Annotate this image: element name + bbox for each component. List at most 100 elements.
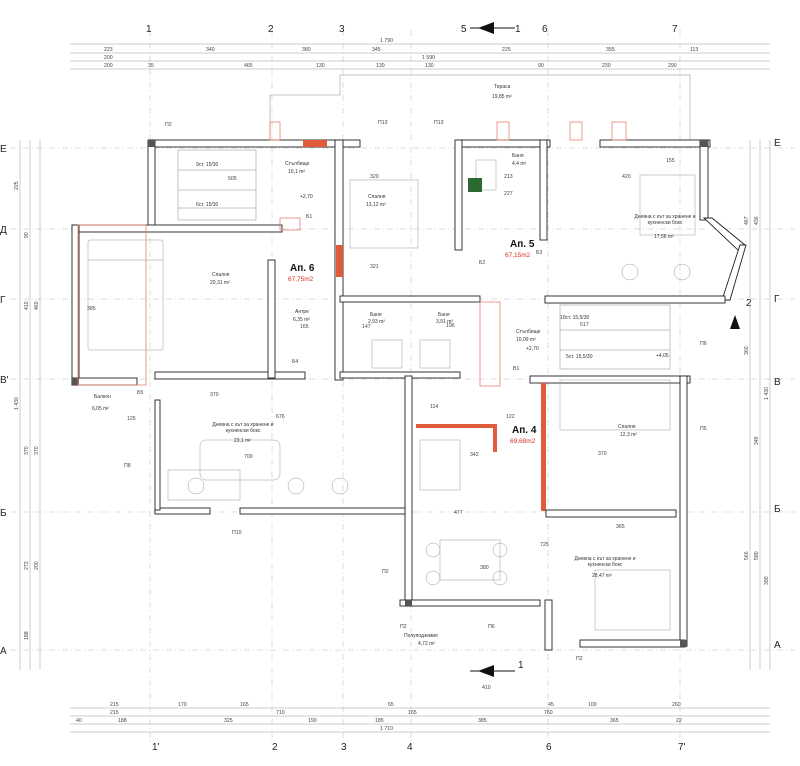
dim-in-380: 380 bbox=[480, 565, 489, 571]
dim-in-365: 365 bbox=[616, 524, 625, 530]
dim-bot-n: 325 bbox=[224, 718, 233, 724]
dim-top-k: 465 bbox=[244, 63, 253, 69]
dim-right-c: 360 bbox=[744, 346, 750, 355]
opening-p2-c: П2 bbox=[400, 624, 407, 630]
opening-p13-b: П13 bbox=[434, 120, 444, 126]
grid-lines bbox=[10, 30, 795, 745]
dim-in-125: 125 bbox=[127, 416, 136, 422]
axis-bottom-6: 6 bbox=[546, 742, 552, 753]
dim-bot-p: 185 bbox=[375, 718, 384, 724]
wall-highlight-e bbox=[493, 424, 497, 452]
dimension-lines-bottom: 215 170 165 65 45 100 260 215 710 165 76… bbox=[70, 702, 770, 733]
wall-highlight-c bbox=[541, 383, 546, 511]
level-a: +2,70 bbox=[300, 194, 313, 200]
stair-label-4: 5ст. 15,5/30 bbox=[566, 354, 593, 360]
dim-top-i: 1 590 bbox=[422, 55, 435, 61]
dim-in-505: 505 bbox=[228, 176, 237, 182]
opening-p5: П5 bbox=[700, 426, 707, 432]
room-living-1-area: 17,56 m² bbox=[654, 234, 674, 240]
room-bedroom-2-area: 20,31 m² bbox=[210, 280, 230, 286]
room-bedroom-1-area: 13,12 m² bbox=[366, 202, 386, 208]
dim-top-a: 223 bbox=[104, 47, 113, 53]
apartment-4-label: Ап. 4 bbox=[512, 425, 537, 436]
axis-bottom-2: 2 bbox=[272, 742, 278, 753]
dim-in-155: 155 bbox=[666, 158, 675, 164]
dim-in-385: 385 bbox=[87, 306, 96, 312]
room-balcony-name: Балкон bbox=[94, 394, 111, 400]
axis-labels-right: Е Г В Б А bbox=[774, 138, 781, 651]
dim-top-j: 200 bbox=[104, 63, 113, 69]
dim-top-g: 113 bbox=[690, 47, 698, 53]
dim-in-227: 227 bbox=[504, 191, 513, 197]
dim-in-122: 122 bbox=[506, 414, 515, 420]
axis-bottom-4: 4 bbox=[407, 742, 413, 753]
opening-p8: П8 bbox=[124, 463, 131, 469]
dim-in-320: 320 bbox=[370, 174, 379, 180]
dim-bot-total: 1 710 bbox=[380, 726, 393, 732]
stair2-room-name: Стълбище bbox=[516, 329, 541, 335]
dim-bot-i: 710 bbox=[276, 710, 285, 716]
opening-p10: П10 bbox=[232, 530, 242, 536]
room-bath-1-name: Баня bbox=[512, 153, 524, 159]
axis-left-G: Г bbox=[0, 295, 6, 306]
terrace-name: Тераса bbox=[494, 84, 511, 90]
dim-left-b: 90 bbox=[24, 232, 30, 238]
room-bedroom-3-name: Спалня bbox=[618, 424, 636, 430]
exit-sign-icon bbox=[468, 178, 482, 192]
dim-in-165: 165 bbox=[300, 324, 309, 330]
axis-bottom-3: 3 bbox=[341, 742, 347, 753]
dim-left-d: 460 bbox=[34, 301, 40, 310]
wall-highlight-a bbox=[303, 140, 327, 147]
room-basement-name: Полуподземие bbox=[404, 633, 438, 639]
dimension-lines-top: 1 790 223 340 380 345 225 355 113 200 1 … bbox=[70, 38, 770, 70]
axis-top-5: 5 bbox=[461, 24, 467, 35]
room-hall-name: Антре bbox=[295, 309, 309, 315]
opening-b3: Б3 bbox=[536, 250, 542, 256]
dim-right-b: 436 bbox=[754, 216, 760, 225]
dim-in-147: 147 bbox=[362, 324, 371, 330]
room-living-1-name: Дневна с кът за хранене и кухненски бокс bbox=[634, 214, 695, 226]
opening-b2: Б2 bbox=[479, 260, 485, 266]
dim-bot-e: 45 bbox=[548, 702, 554, 708]
dim-left-e: 1 430 bbox=[14, 397, 20, 410]
apartment-6-area: 67,75m2 bbox=[288, 276, 314, 283]
dim-top-p: 130 bbox=[316, 63, 325, 69]
furniture bbox=[87, 159, 696, 631]
axis-top-7: 7 bbox=[672, 24, 678, 35]
level-c: +2,70 bbox=[526, 346, 539, 352]
dim-left-a: 225 bbox=[14, 181, 20, 190]
axis-left-E: Е bbox=[0, 144, 7, 155]
dim-in-321: 321 bbox=[370, 264, 379, 270]
dim-top-h: 200 bbox=[104, 55, 113, 61]
stair-label-2: 6ст. 15/30 bbox=[196, 202, 219, 208]
dim-right-d: 1 430 bbox=[764, 387, 770, 400]
wall-highlight-d bbox=[416, 424, 496, 428]
axis-labels-bottom: 1' 2 3 4 6 7' bbox=[152, 742, 686, 753]
opening-p2-a: П2 bbox=[165, 122, 172, 128]
dim-bot-s: 22 bbox=[676, 718, 682, 724]
room-labels: Спалня 13,12 m² Баня 4,4 m² Дневна с кът… bbox=[92, 153, 696, 647]
axis-right-V: В bbox=[774, 377, 781, 388]
axis-bottom-7p: 7' bbox=[678, 742, 686, 753]
dim-in-725: 725 bbox=[540, 542, 549, 548]
dimension-lines-right: 467 436 360 1 430 345 566 580 390 bbox=[744, 140, 771, 670]
dim-left-c: 410 bbox=[24, 301, 30, 310]
dim-top-f: 355 bbox=[606, 47, 615, 53]
axis-labels-left: Е Д Г В' Б А bbox=[0, 144, 9, 657]
dim-bot-b: 170 bbox=[178, 702, 187, 708]
dim-left-j: 188 bbox=[24, 631, 30, 640]
opening-p6: П6 bbox=[700, 341, 707, 347]
stair-label-3: 10ст. 15,5/30 bbox=[560, 315, 589, 321]
section-mark-top bbox=[470, 22, 515, 34]
room-living-2-area: 23,1 m² bbox=[234, 438, 251, 444]
dim-bot-g: 260 bbox=[672, 702, 681, 708]
apartment-5-label: Ап. 5 bbox=[510, 239, 535, 250]
axis-top-section: 1 bbox=[515, 24, 521, 35]
axis-right-G: Г bbox=[774, 294, 780, 305]
apartment-5-area: 67,15m2 bbox=[505, 252, 531, 259]
dim-in-370b: 370 bbox=[598, 451, 607, 457]
opening-p6-b: П6 bbox=[488, 624, 495, 630]
room-living-3-name: Дневна с кът за хранене и кухненски бокс bbox=[574, 556, 635, 568]
section-right-number: 2 bbox=[746, 298, 752, 309]
dim-in-477: 477 bbox=[454, 510, 463, 516]
